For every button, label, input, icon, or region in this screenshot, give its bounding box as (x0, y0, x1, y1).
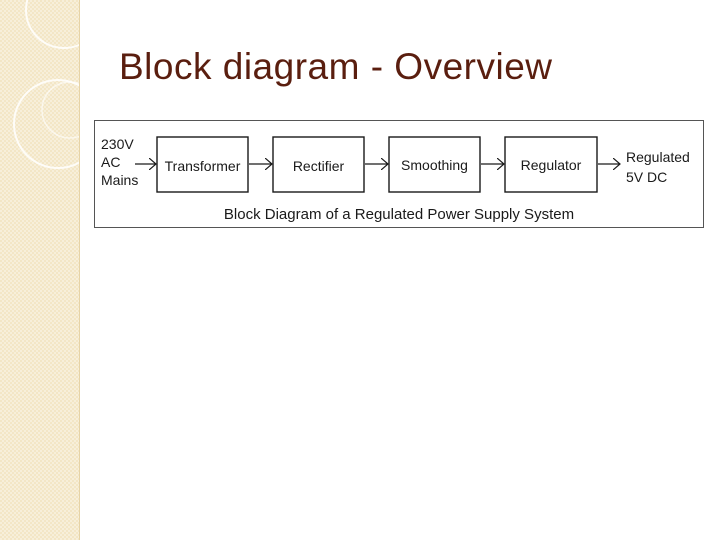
input-label-line-2: AC (101, 154, 120, 170)
slide-title: Block diagram - Overview (119, 46, 553, 87)
output-label-line-1: Regulated (626, 149, 690, 165)
block-transformer-label: Transformer (165, 158, 241, 174)
diagram-figure: 230V AC Mains Transformer Rectifier Smoo… (94, 120, 704, 228)
block-regulator: Regulator (504, 136, 598, 193)
block-regulator-label: Regulator (521, 157, 582, 173)
decorative-side-band (0, 0, 80, 540)
diagram-caption: Block Diagram of a Regulated Power Suppl… (224, 206, 574, 223)
block-transformer: Transformer (156, 136, 249, 193)
block-diagram: 230V AC Mains Transformer Rectifier Smoo… (101, 136, 690, 223)
block-rectifier-label: Rectifier (293, 158, 345, 174)
block-rectifier: Rectifier (272, 136, 365, 193)
block-smoothing-label: Smoothing (401, 157, 468, 173)
input-label-line-3: Mains (101, 172, 138, 188)
output-label-line-2: 5V DC (626, 169, 667, 185)
input-label-line-1: 230V (101, 136, 134, 152)
block-smoothing: Smoothing (388, 136, 481, 193)
decorative-circles (13, 0, 79, 169)
